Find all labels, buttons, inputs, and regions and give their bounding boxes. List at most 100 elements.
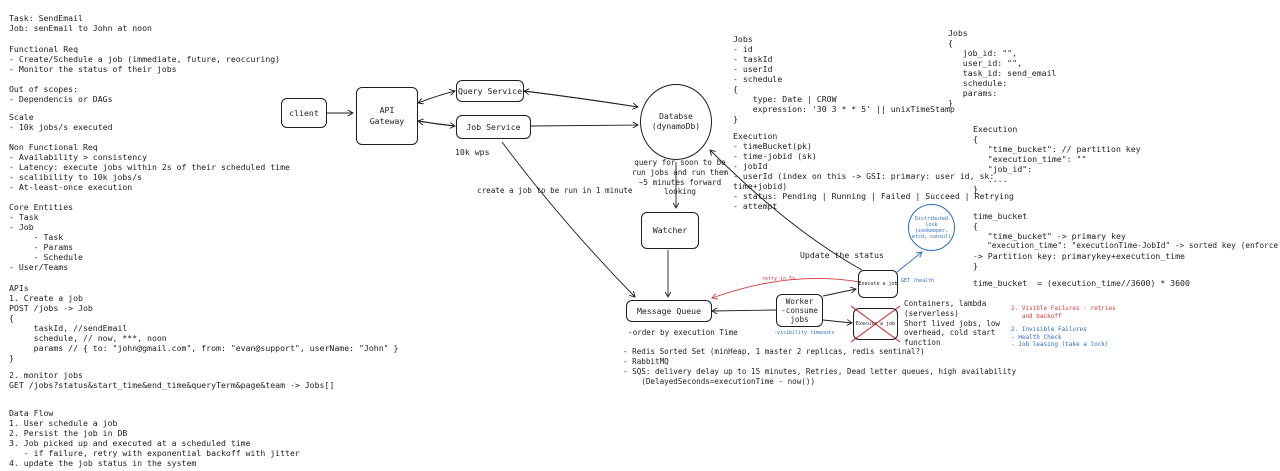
bucket-schema-line: time_bucket [973,211,1028,221]
arrow-execute-db [710,150,863,271]
api-line: params // { to: "john@gmail.com", from: … [9,343,399,353]
api-line: 1. Create a job [9,293,83,303]
schema-line: } [733,114,738,124]
invisible-failures: 2. Invisible Failures - Health Check - J… [1011,326,1109,348]
queue-option: - RabbitMQ [623,357,669,366]
arrow-job-queue [501,141,635,297]
execution-schema-line: } [973,184,978,194]
jobs-schema-line: Jobs [948,28,968,38]
core-entities-title: Core Entities [9,202,74,212]
schema-line: Jobs [733,34,753,44]
retry-label: retry in 5s [762,276,796,282]
api-line: POST /jobs -> Job [9,303,93,313]
out-of-scope-title: Out of scopes: [9,84,79,94]
jobs-schema-line: task_id: send_email [948,68,1057,78]
crossed-out-mark [850,305,901,343]
schema-line: - id [733,44,753,54]
arrow-worker-execute [822,289,856,297]
schema-line: - time-jobid (sk) [733,151,817,161]
queue-option: - SQS: delivery delay up to 15 minutes, … [623,367,1017,376]
bucket-schema-line: "execution_time": "executionTime-JobId" … [987,241,1279,250]
schema-line: - userId (index on this -> GSI: primary:… [733,171,995,181]
jobs-schema-line: params: [948,88,998,98]
jobs-schema-line: schedule: [948,78,1008,88]
core-entity-item: - Params [9,242,74,252]
visible-failures: 1. Visible Failures : retries and backof… [1011,305,1116,320]
data-flow-title: Data Flow [9,408,54,418]
execution-schema-line: Execution [973,124,1018,134]
api-line: GET /jobs?status&start_time&end_time&que… [9,380,335,390]
execution-schema-line: { [973,134,978,144]
bucket-schema-line: time_bucket = (execution_time//3600) * 3… [973,278,1190,288]
schema-line: - jobId [733,161,768,171]
containers-label: Containers, lambda (serverless) Short li… [904,299,1001,348]
arrow-worker-queue [712,310,777,311]
schema-line: - taskId [733,54,773,64]
message-queue-node: Message Queue [626,300,712,322]
nonfunctional-title: Non Functional Req [9,142,98,152]
schema-line: - status: Pending | Running | Failed | S… [733,191,1014,201]
bucket-schema-line: { [973,221,978,231]
schema-line: - schedule [733,74,783,84]
bucket-schema-line: -> Partition key: primarykey+execution_t… [973,251,1185,261]
execute-job-crossed-node: Execute a job [853,308,898,340]
out-of-scope-item: - Dependencis or DAGs [9,94,113,104]
api-line: taskId, //sendEmail [9,323,128,333]
arrow-health [896,252,922,273]
nonfunctional-item: - scalibility to 10k jobs/s [9,172,143,182]
api-line: schedule, // now, ***, noon [9,333,167,343]
schema-line: time+jobid) [733,181,788,191]
core-entity-item: - User/Teams [9,262,69,272]
worker-node: Worker -consume jobs [776,294,823,327]
scale-item: - 10k jobs/s executed [9,122,113,132]
jobs-schema-line: } [948,98,953,108]
execution-schema-line: "time_bucket": // partition key [973,144,1141,154]
schema-line: - userId [733,64,773,74]
nonfunctional-item: - At-least-once execution [9,182,133,192]
query-service-node: Query Service [456,80,524,102]
health-label: GET /health [901,278,935,284]
arrow-worker-execute-crossed [822,320,852,323]
bucket-schema-line: } [973,261,978,271]
nonfunctional-item: - Availability > consistency [9,152,148,162]
data-flow-item: 1. User schedule a job [9,418,118,428]
job-title: Job: senEmail to John at noon [9,23,152,33]
functional-req-title: Functional Req [9,44,79,54]
api-gateway-node: API Gateway [356,87,418,145]
order-label: -order by execution Time [628,328,738,337]
api-line: } [9,353,14,363]
client-node: client [281,98,327,128]
execution-schema-line: .... [973,174,1008,184]
data-flow-item: - if failure, retry with exponential bac… [9,448,300,458]
nonfunctional-item: - Latency: execute jobs within 2s of the… [9,162,290,172]
data-flow-item: 4. update the job status in the system [9,458,197,468]
execution-schema-line: "job_id": [973,164,1033,174]
data-flow-item: 3. Job picked up and executed at a sched… [9,438,251,448]
api-line: { [9,313,14,323]
execution-schema-line: "execution_time": "" [973,154,1087,164]
core-entity-item: - Task [9,212,39,222]
database-node: Databse (dynamoDb) [640,84,712,160]
core-entity-item: - Task [9,232,64,242]
bucket-schema-line: "time_bucket" -> primary key [973,231,1126,241]
schema-line: type: Date | CROW [733,94,837,104]
core-entity-item: - Schedule [9,252,83,262]
functional-req-item: - Monitor the status of their jobs [9,64,177,74]
jobs-schema-line: user_id: "", [948,58,1022,68]
watcher-node: Watcher [641,212,699,249]
core-entity-item: - Job [9,222,34,232]
job-service-node: Job Service [456,115,531,139]
visibility-label: -visibility timeouts [774,330,835,336]
jobs-schema-line: job_id: "", [948,48,1018,58]
queue-option: (DelayedSeconds=executionTime - now()) [623,377,816,386]
update-status-label: Update the status [800,250,884,260]
distributed-lock-node: Distributed lock (zookeeper, etcd, consu… [908,204,955,251]
wps-label: 10k wps [455,147,490,157]
arrow-job-db [530,125,638,126]
functional-req-item: - Create/Schedule a job (immediate, futu… [9,54,281,64]
task-title: Task: SendEmail [9,13,83,23]
arrow-retry [712,277,861,298]
schema-line: expression: '30 3 * * 5' || unixTimeStam… [733,104,955,114]
schema-line: - attempt [733,201,778,211]
